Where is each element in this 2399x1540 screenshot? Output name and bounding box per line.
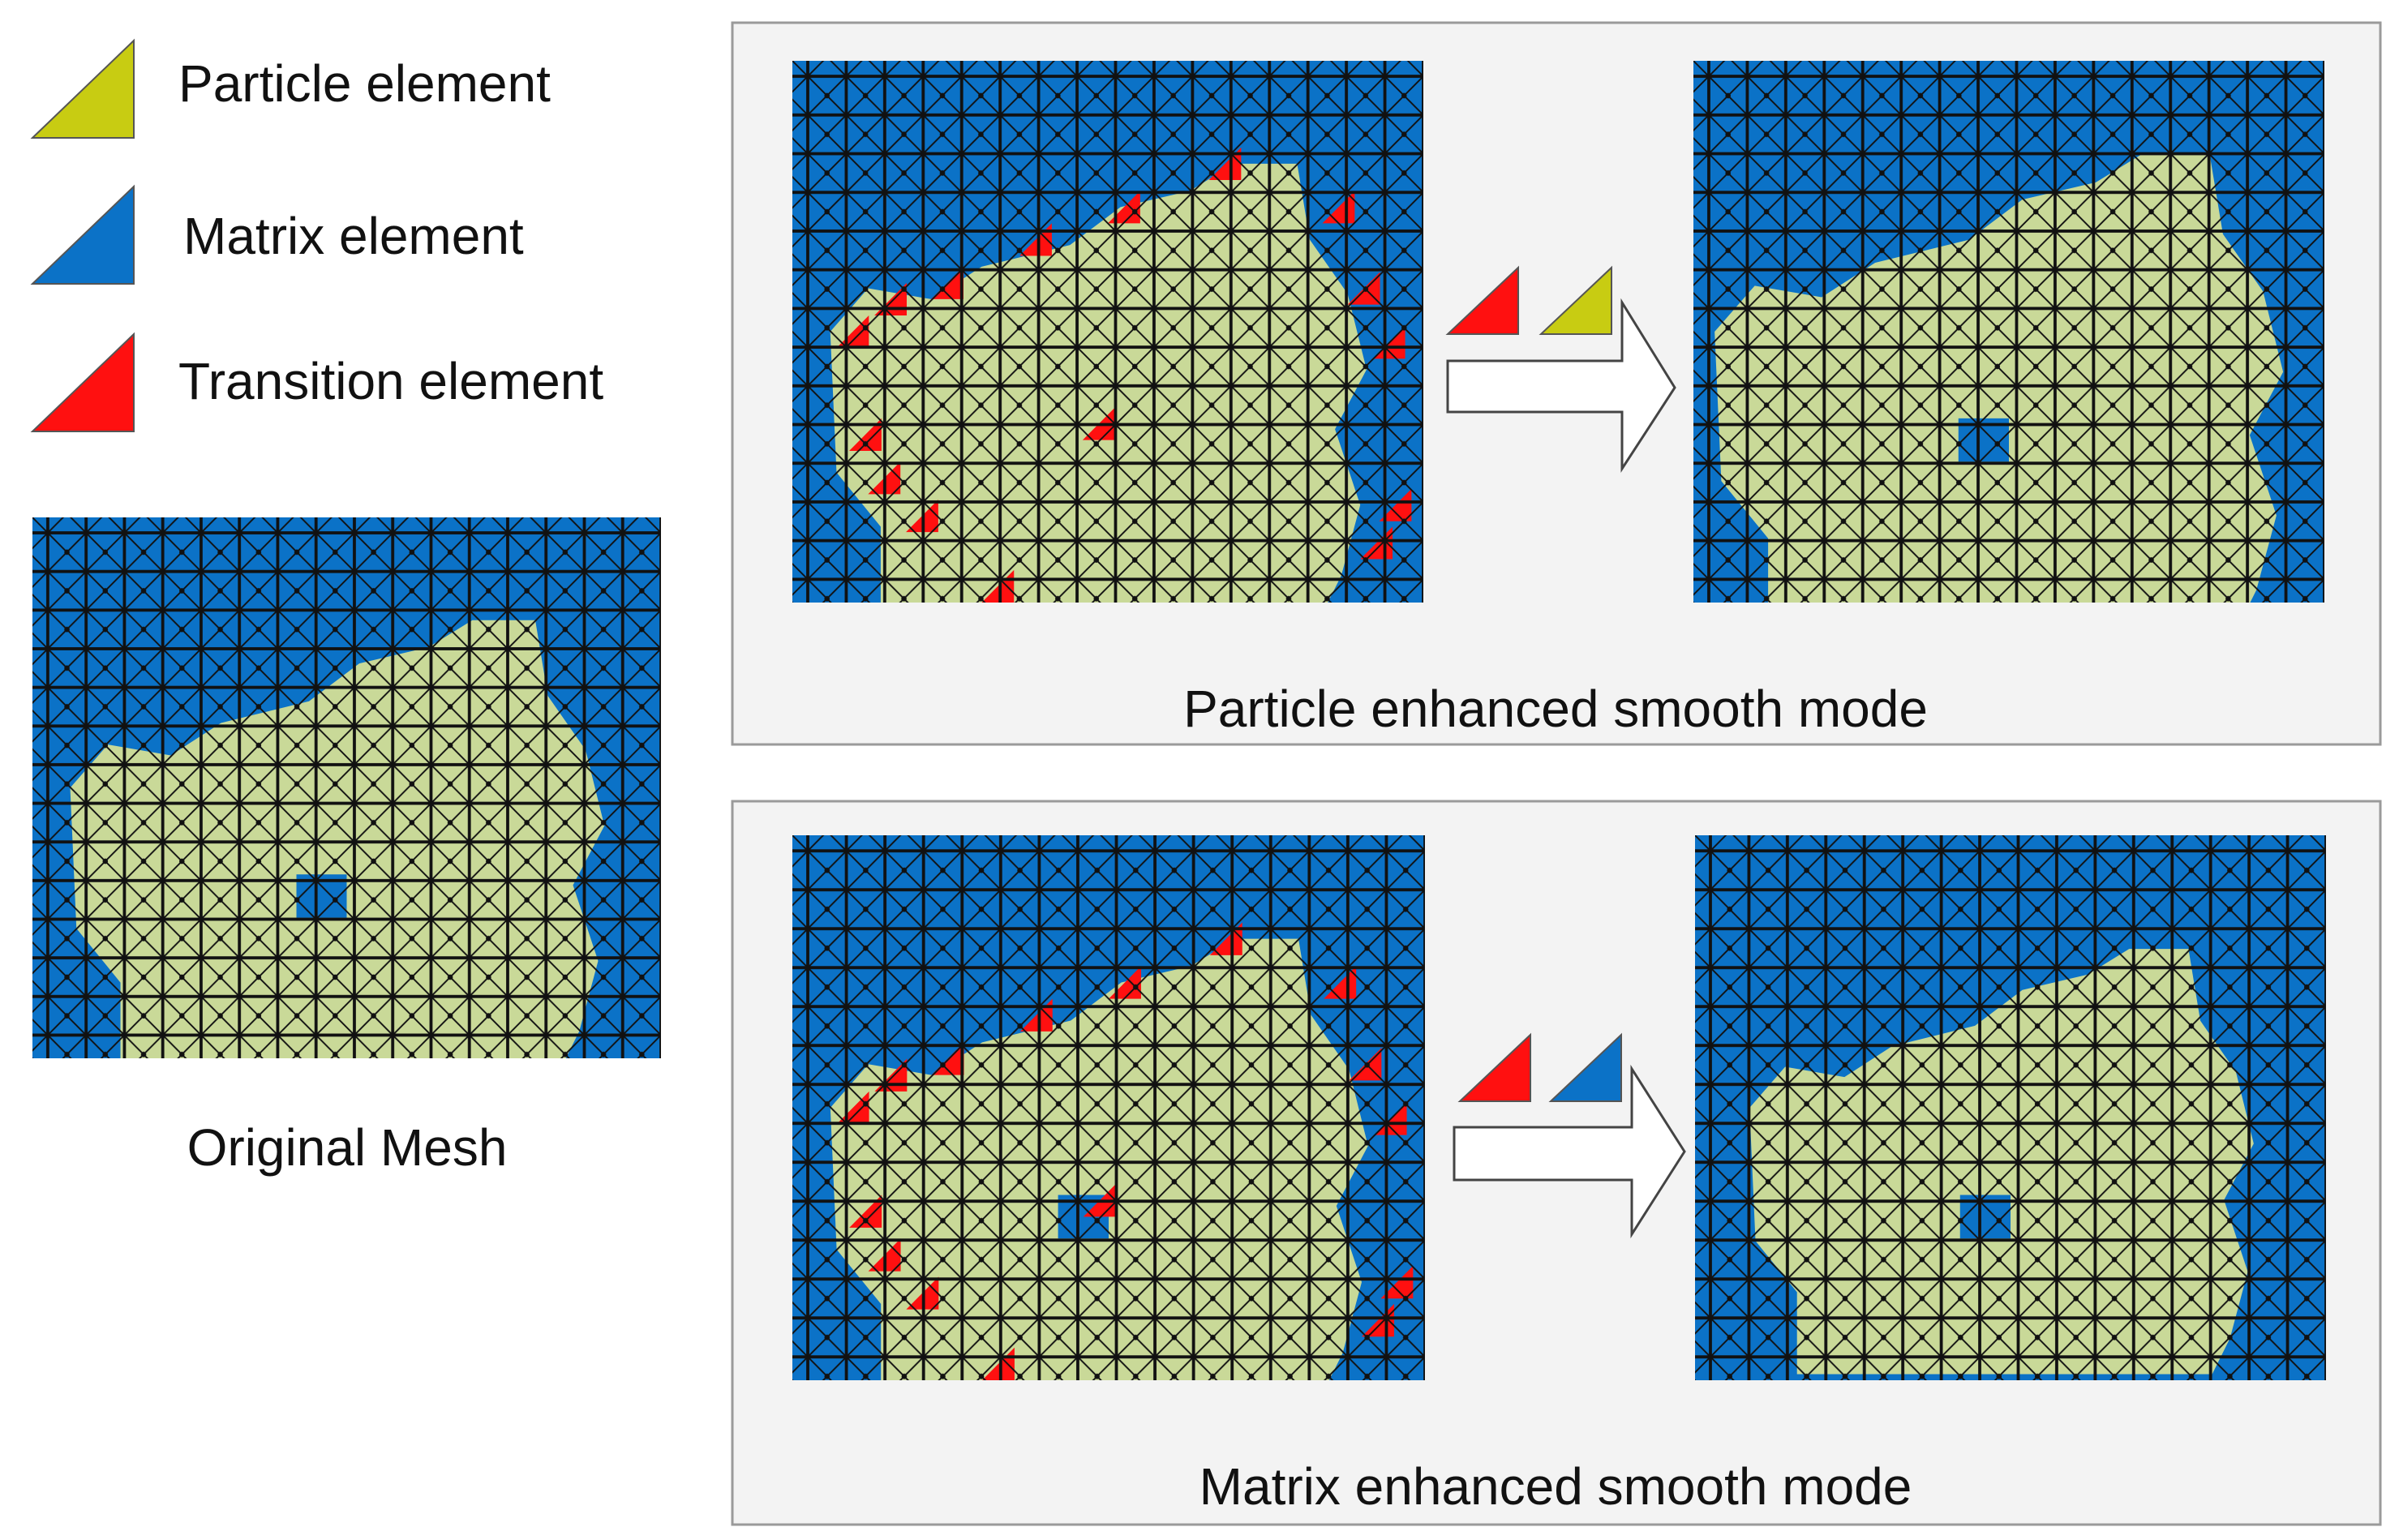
legend-item-particle: Particle element <box>30 38 551 139</box>
matrix-triangle-icon <box>1548 1032 1622 1102</box>
panel-particle-mode: Particle enhanced smooth mode <box>731 21 2382 746</box>
mesh-after-smoothing <box>1693 61 2324 603</box>
original-mesh-grid <box>32 517 661 1058</box>
original-mesh: Original Mesh <box>32 517 661 1177</box>
transition-triangle-icon <box>1457 1032 1531 1102</box>
arrow-icons <box>1457 1032 1622 1102</box>
arrow-icons <box>1445 265 1612 335</box>
legend-label-particle: Particle element <box>178 54 551 113</box>
right-arrow-icon <box>1446 298 1676 474</box>
mesh-before-smoothing <box>792 835 1425 1380</box>
mesh-grid-lines <box>1693 61 2324 603</box>
right-arrow-icon <box>1453 1064 1686 1239</box>
panel-caption: Particle enhanced smooth mode <box>1183 680 1928 738</box>
panel-caption: Matrix enhanced smooth mode <box>1200 1457 1912 1516</box>
legend-label-matrix: Matrix element <box>183 207 524 265</box>
mesh-grid-lines <box>792 835 1425 1380</box>
mesh-after-smoothing <box>1695 835 2326 1380</box>
mesh-grid-lines <box>1695 835 2326 1380</box>
matrix-triangle-icon <box>30 184 135 285</box>
mesh-before-smoothing <box>792 61 1423 603</box>
legend-item-matrix: Matrix element <box>30 184 524 285</box>
transition-triangle-icon <box>1445 265 1519 335</box>
mesh-grid-lines <box>792 61 1423 603</box>
mesh-grid-lines <box>32 517 661 1058</box>
legend-item-transition: Transition element <box>30 332 603 432</box>
transition-triangle-icon <box>30 332 135 432</box>
particle-triangle-icon <box>1539 265 1612 335</box>
particle-triangle-icon <box>30 38 135 139</box>
panel-matrix-mode: Matrix enhanced smooth mode <box>731 800 2382 1526</box>
legend: Particle element Matrix element Transiti… <box>30 38 603 432</box>
legend-label-transition: Transition element <box>178 352 603 410</box>
original-mesh-caption: Original Mesh <box>187 1118 508 1177</box>
